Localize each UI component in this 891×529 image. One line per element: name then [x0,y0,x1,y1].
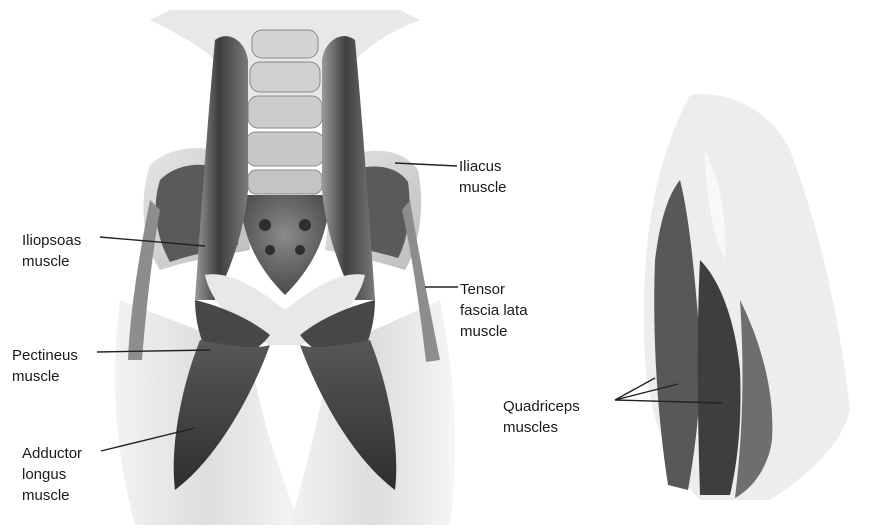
pelvis-illustration [115,10,455,525]
label-tensor-fascia-lata: Tensor fascia lata muscle [460,279,528,342]
sacrum [240,195,330,295]
thigh-illustration [644,94,850,500]
label-iliacus-muscle: Iliacus muscle [459,156,507,198]
lumbar-spine [246,30,324,194]
label-quadriceps-muscles: Quadriceps muscles [503,396,580,438]
label-iliopsoas-muscle: Iliopsoas muscle [22,230,81,272]
label-pectineus-muscle: Pectineus muscle [12,345,78,387]
label-adductor-longus-muscle: Adductor longus muscle [22,443,82,506]
